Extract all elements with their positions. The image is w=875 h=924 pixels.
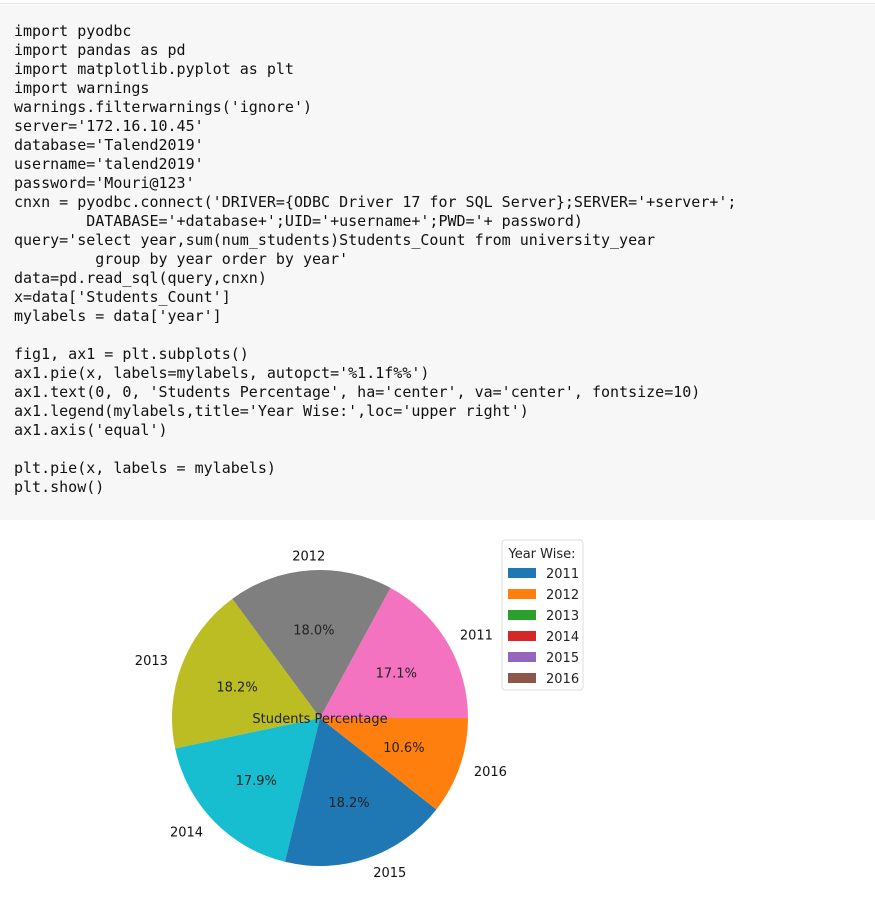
legend-swatch (508, 631, 536, 641)
pie-slice-2016 (320, 718, 468, 810)
pie-slice-2015 (284, 718, 437, 866)
pct-label: 10.6% (383, 741, 424, 756)
pie-slice-2011 (320, 587, 469, 718)
code-line: ax1.pie(x, labels=mylabels, autopct='%1.… (14, 364, 430, 382)
code-line: ax1.text(0, 0, 'Students Percentage', ha… (14, 383, 701, 401)
slice-label: 2011 (460, 629, 493, 644)
code-line: group by year order by year' (14, 250, 349, 268)
code-line (14, 440, 736, 459)
slice-label: 2013 (135, 654, 168, 669)
pct-label: 17.1% (376, 667, 417, 682)
code-line: server='172.16.10.45' (14, 117, 204, 135)
code-line: import matplotlib.pyplot as plt (14, 60, 294, 78)
legend: Year Wise: 2011 2012 2013 2014 2015 2016 (501, 539, 584, 691)
code-line: ax1.legend(mylabels,title='Year Wise:',l… (14, 402, 529, 420)
pie-chart: Year Wise: 2011 2012 2013 2014 2015 2016 17.1% 2… (135, 539, 584, 881)
pie-slice-2013 (172, 598, 320, 749)
pct-label: 18.2% (216, 680, 257, 695)
legend-swatch (508, 610, 536, 620)
legend-entry: 2012 (546, 588, 579, 603)
code-line: DATABASE='+database+';UID='+username+';P… (14, 212, 583, 230)
slice-label: 2015 (373, 866, 406, 881)
slice-label: 2014 (170, 825, 203, 840)
pct-label: 18.0% (293, 623, 334, 638)
code-line: password='Mouri@123' (14, 174, 195, 192)
code-line: import warnings (14, 79, 150, 97)
code-line: ax1.axis('equal') (14, 421, 168, 439)
code-line: x=data['Students_Count'] (14, 288, 231, 306)
legend-entry: 2014 (546, 630, 579, 645)
code-line: data=pd.read_sql(query,cnxn) (14, 269, 267, 287)
code-line: plt.show() (14, 478, 105, 496)
pie-slice-2012 (232, 570, 391, 718)
pct-label: 17.9% (236, 774, 277, 789)
legend-swatch (508, 568, 536, 578)
code-line: warnings.filterwarnings('ignore') (14, 98, 313, 116)
code-line: plt.pie(x, labels = mylabels) (14, 459, 276, 477)
pie-slice-2014 (175, 718, 320, 862)
code-line: query='select year,sum(num_students)Stud… (14, 231, 656, 249)
cell-border (0, 3, 875, 4)
code-line: cnxn = pyodbc.connect('DRIVER={ODBC Driv… (14, 193, 737, 211)
code-line: fig1, ax1 = plt.subplots() (14, 345, 249, 363)
code-line: import pyodbc (14, 22, 132, 40)
pct-label: 18.2% (328, 796, 369, 811)
legend-swatch (508, 673, 536, 683)
slice-label: 2016 (474, 765, 507, 780)
legend-swatch (508, 652, 536, 662)
legend-entry: 2016 (546, 672, 579, 687)
legend-title: Year Wise: (508, 547, 576, 562)
code-line (14, 326, 736, 345)
code-line: mylabels = data['year'] (14, 307, 222, 325)
code-line: database='Talend2019' (14, 136, 204, 154)
center-text: Students Percentage (252, 712, 387, 727)
legend-entry: 2015 (546, 651, 579, 666)
legend-entry: 2011 (546, 567, 579, 582)
legend-entry: 2013 (546, 609, 579, 624)
code-line: username='talend2019' (14, 155, 204, 173)
legend-swatch (508, 589, 536, 599)
code-line: import pandas as pd (14, 41, 186, 59)
slice-label: 2012 (292, 550, 325, 565)
